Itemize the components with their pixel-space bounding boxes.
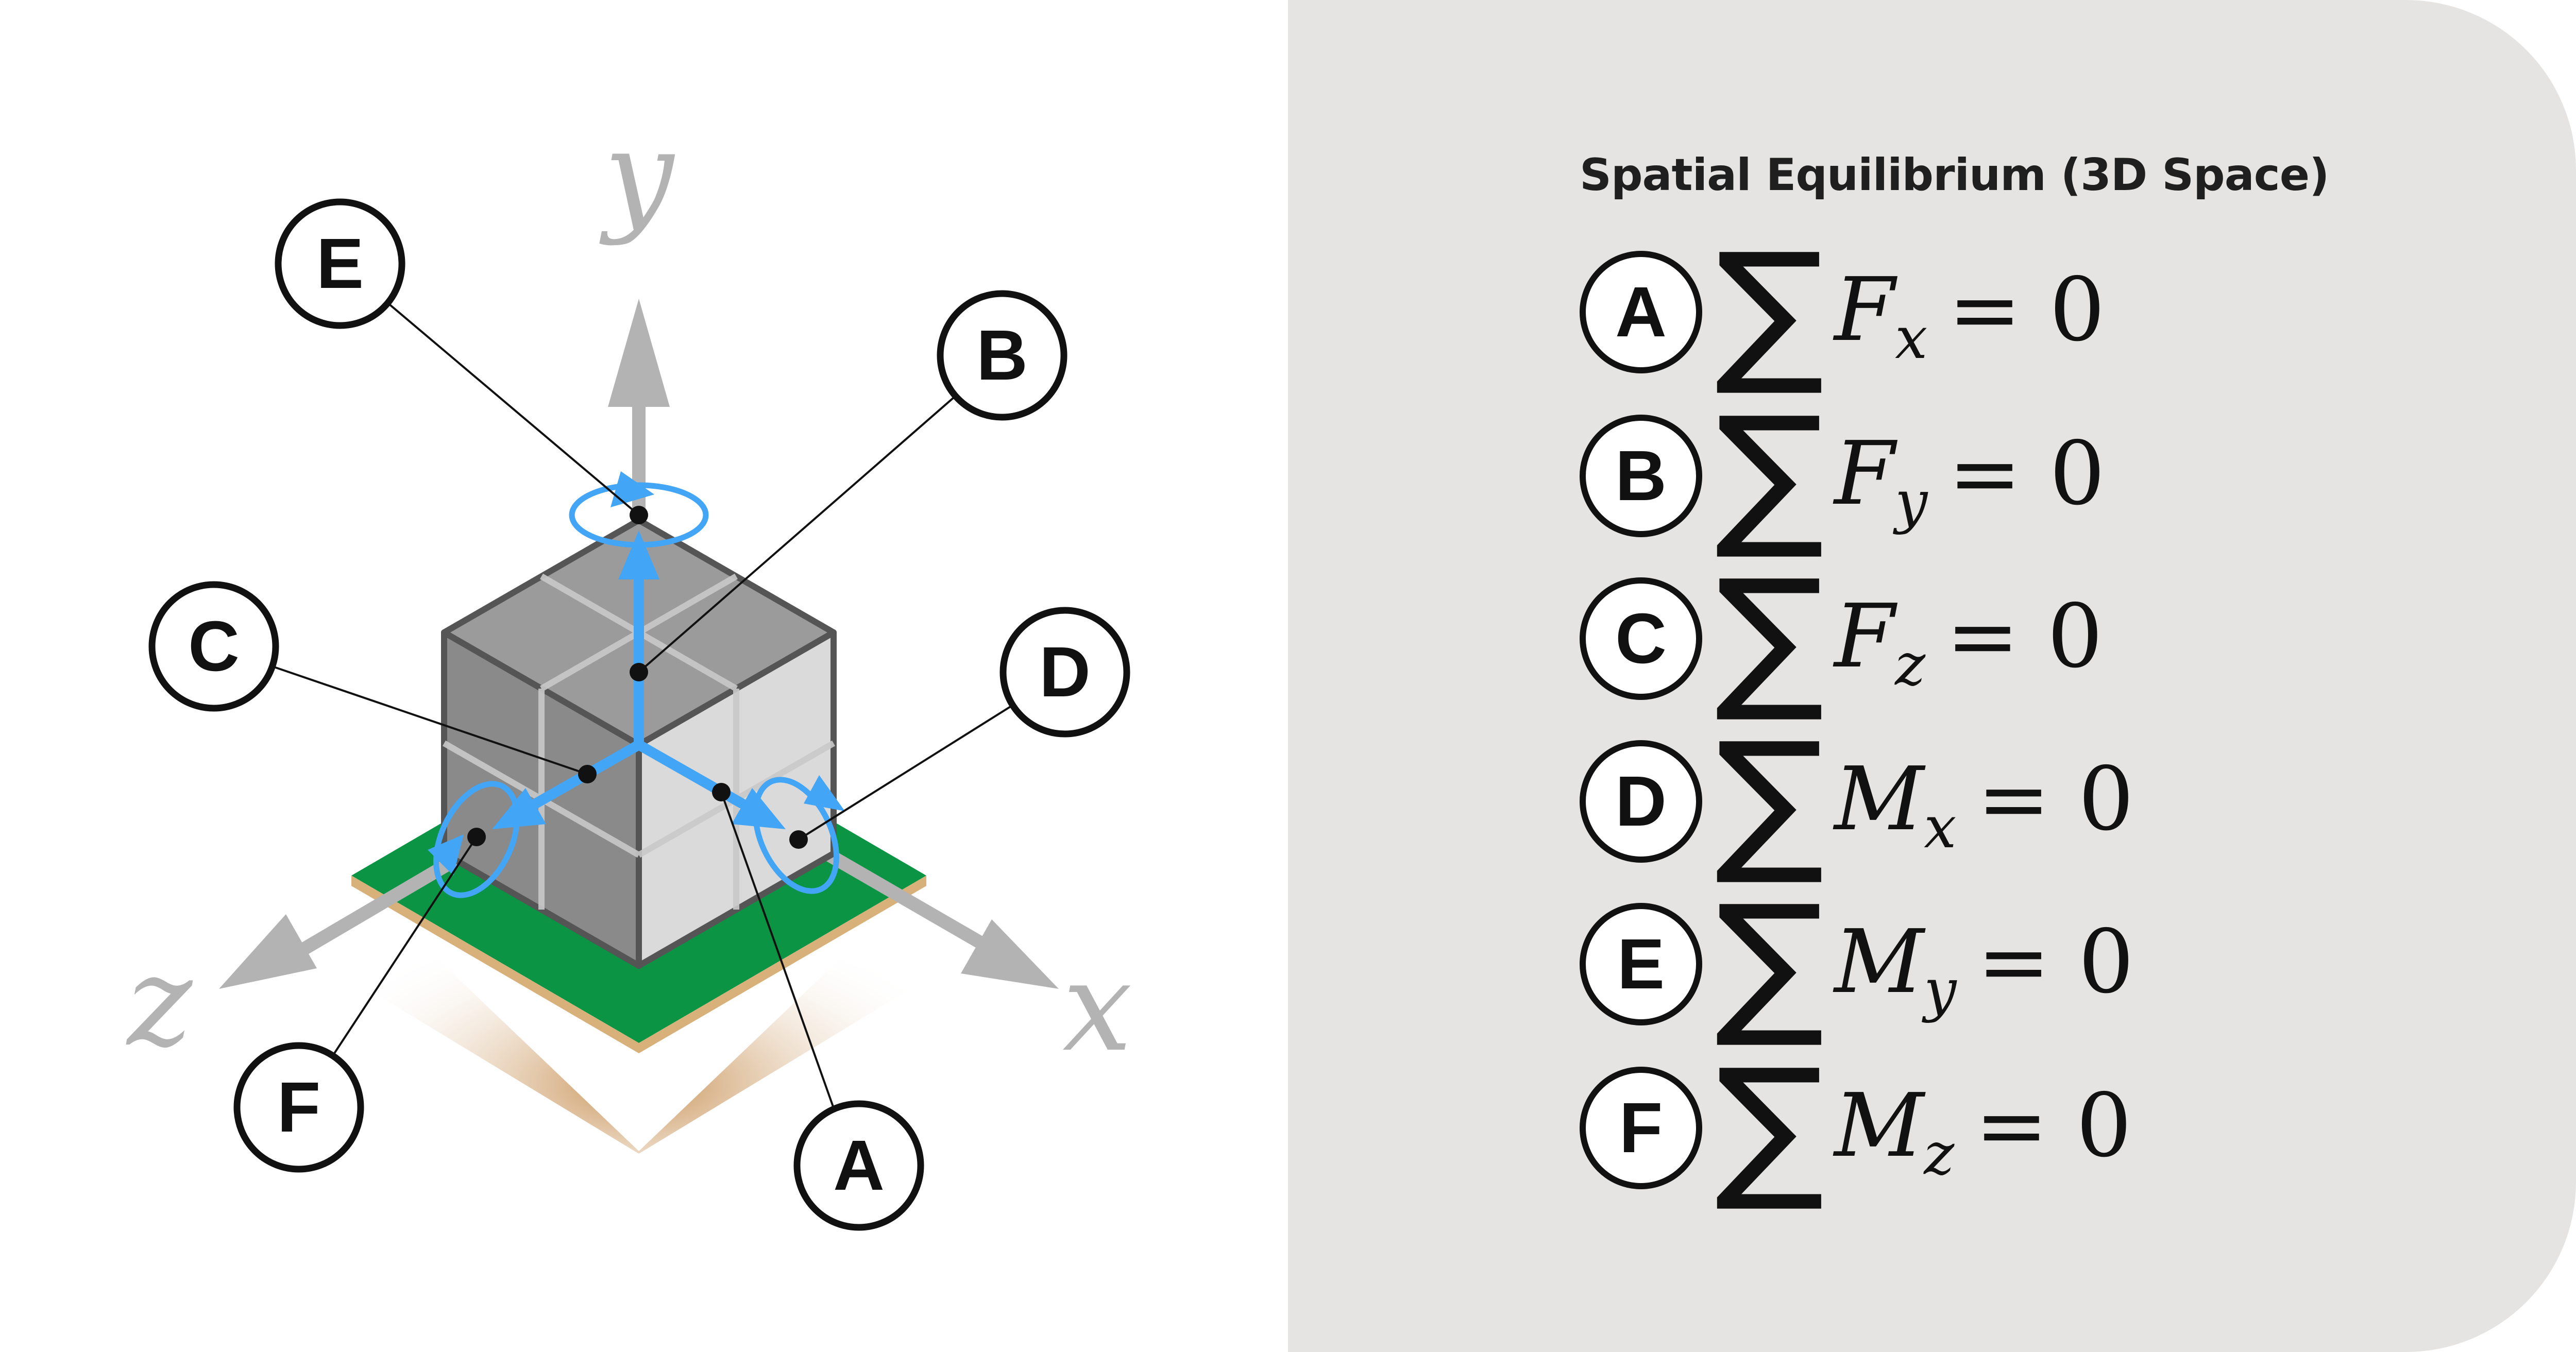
equation-symbol: M (1834, 748, 1924, 850)
z-axis-label: z (126, 930, 193, 1074)
equation-badge: F (1580, 1067, 1702, 1189)
callout-E: E (275, 198, 405, 329)
callout-A: A (793, 1100, 924, 1231)
equation-subscript: y (1895, 469, 1928, 536)
sum-symbol: ∑ (1715, 384, 1825, 563)
equation-rest: = 0 (1977, 911, 2134, 1013)
svg-text:D: D (1039, 632, 1091, 712)
equation-badge: E (1580, 903, 1702, 1025)
equation-row-e: E ∑ M y = 0 (1580, 885, 2352, 1039)
svg-text:A: A (833, 1126, 885, 1205)
panel-title: Spatial Equilibrium (3D Space) (1580, 149, 2329, 201)
equation-formula: ∑ M y = 0 (1715, 872, 2134, 1052)
equation-badge: D (1580, 740, 1702, 863)
callout-C: C (148, 581, 279, 712)
equation-rest: = 0 (1977, 748, 2134, 850)
equation-formula: ∑ F x = 0 (1715, 220, 2105, 400)
equation-formula: ∑ M z = 0 (1715, 1036, 2132, 1216)
equation-row-f: F ∑ M z = 0 (1580, 1049, 2352, 1203)
equation-subscript: y (1924, 957, 1957, 1024)
sum-symbol: ∑ (1715, 709, 1825, 889)
equation-symbol: F (1834, 586, 1895, 688)
z-axis-arrowhead (219, 914, 317, 989)
equation-formula: ∑ M x = 0 (1715, 709, 2134, 889)
equation-row-d: D ∑ M x = 0 (1580, 722, 2352, 877)
equation-rest: = 0 (1946, 586, 2103, 688)
callout-F: F (233, 1042, 364, 1173)
equation-subscript: z (1895, 631, 1926, 698)
mz-moment-arrowhead (428, 834, 464, 876)
equation-row-c: C ∑ F z = 0 (1580, 559, 2352, 714)
equation-subscript: x (1924, 794, 1957, 861)
equation-formula: ∑ F y = 0 (1715, 384, 2106, 563)
y-axis-arrowhead (608, 299, 670, 407)
mx-moment-arrowhead (804, 775, 845, 811)
x-axis-label: x (1062, 935, 1132, 1079)
equation-symbol: F (1834, 259, 1895, 361)
fy-arrowhead (618, 530, 659, 579)
callout-D: D (999, 607, 1130, 738)
equation-row-b: B ∑ F y = 0 (1580, 397, 2352, 551)
equation-symbol: M (1834, 911, 1924, 1013)
svg-text:E: E (316, 224, 364, 303)
sum-symbol: ∑ (1715, 220, 1825, 400)
sum-symbol: ∑ (1715, 546, 1825, 726)
equation-subscript: x (1895, 305, 1928, 372)
anchor-dots (467, 506, 808, 849)
y-axis-label: y (599, 103, 675, 247)
equilibrium-diagram: y x z E B C D F A (126, 103, 1132, 1231)
equation-rest: = 0 (1948, 423, 2106, 525)
x-axis-arrowhead (961, 919, 1059, 989)
equation-badge: B (1580, 415, 1702, 537)
sum-symbol: ∑ (1715, 1036, 1825, 1216)
equation-badge: A (1580, 251, 1702, 373)
equation-symbol: F (1834, 423, 1895, 525)
svg-text:C: C (188, 607, 240, 686)
equation-row-a: A ∑ F x = 0 (1580, 233, 2352, 387)
svg-text:B: B (976, 316, 1028, 395)
equation-formula: ∑ F z = 0 (1715, 546, 2103, 726)
mz-moment-ring (433, 781, 520, 898)
equation-symbol: M (1834, 1075, 1924, 1177)
fx-arrowhead (732, 788, 786, 829)
my-moment-arrowhead (611, 471, 654, 507)
equation-badge: C (1580, 577, 1702, 700)
equation-rest: = 0 (1975, 1075, 2132, 1177)
sum-symbol: ∑ (1715, 872, 1825, 1052)
svg-text:F: F (277, 1068, 320, 1147)
equation-rest: = 0 (1948, 259, 2105, 361)
soil-block (350, 876, 927, 1154)
equations-panel: Spatial Equilibrium (3D Space) A ∑ F x =… (1288, 0, 2576, 1352)
equation-subscript: z (1924, 1121, 1955, 1188)
callout-B: B (937, 290, 1067, 421)
